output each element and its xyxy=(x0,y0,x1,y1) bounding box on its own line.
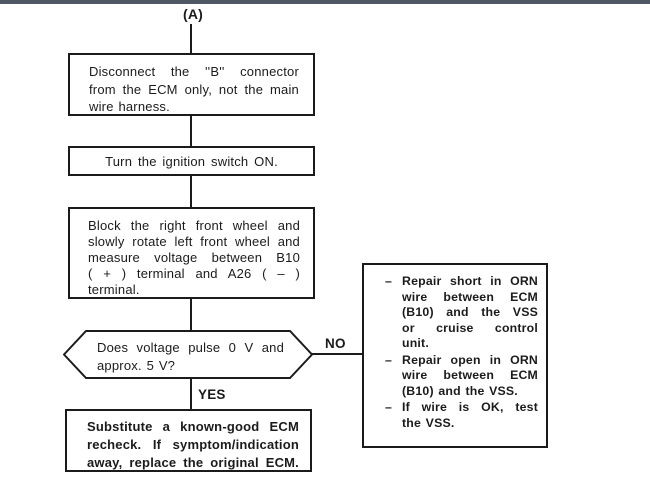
step-text-line: slowly rotate left front wheel and xyxy=(88,234,300,249)
step-ignition-box: Turn the ignition switch ON. xyxy=(68,146,315,176)
connector-line-no xyxy=(311,353,362,355)
repair-bullet-text: If wire is OK, test the VSS. xyxy=(402,400,538,431)
repair-bullet-short: – Repair short in ORN wire between ECM (… xyxy=(385,274,538,352)
repair-text-line: Repair short in ORN xyxy=(402,274,538,288)
decision-text-line: approx. 5 V? xyxy=(97,358,176,373)
no-branch-label: NO xyxy=(325,336,346,351)
step-text-line: wire harness. xyxy=(89,99,170,114)
repair-actions-box: – Repair short in ORN wire between ECM (… xyxy=(362,263,548,448)
step-text-line: ( + ) terminal and A26 ( – ) xyxy=(88,266,300,281)
step-text-line: Disconnect the ''B'' connector xyxy=(89,64,299,79)
repair-bullet-open: – Repair open in ORN wire between ECM (B… xyxy=(385,353,538,400)
repair-text-line: or cruise control xyxy=(402,320,538,335)
connector-line-3 xyxy=(190,299,192,332)
step-substitute-box: Substitute a known-good ECM and recheck.… xyxy=(65,409,312,472)
step-text-line: from the ECM only, not the main xyxy=(89,81,299,97)
step-text-line: away, replace the original ECM. xyxy=(87,455,299,470)
repair-text-line: If wire is OK, test xyxy=(402,400,538,414)
step-text-line: Turn the ignition switch ON. xyxy=(105,153,278,169)
connector-line-1 xyxy=(190,116,192,147)
step-disconnect-box: Disconnect the ''B'' connector from the … xyxy=(68,53,315,116)
repair-text-line: the VSS. xyxy=(402,415,455,430)
repair-text-line: wire between ECM xyxy=(402,289,538,304)
decision-text-line: Does voltage pulse 0 V and xyxy=(97,340,284,355)
repair-bullet-text: Repair short in ORN wire between ECM (B1… xyxy=(402,274,538,352)
repair-text-line: Repair open in ORN xyxy=(402,352,538,367)
dash-marker: – xyxy=(385,352,393,367)
repair-text-line: wire between ECM xyxy=(402,368,538,382)
repair-text-line: unit. xyxy=(402,336,429,350)
repair-text-line: (B10) and the VSS xyxy=(402,305,538,319)
top-divider-bar xyxy=(0,0,650,4)
repair-bullet-test-vss: – If wire is OK, test the VSS. xyxy=(385,400,538,431)
step-measure-box: Block the right front wheel and slowly r… xyxy=(68,207,315,299)
step-text-line: measure voltage between B10 xyxy=(88,250,300,265)
connector-line-entry xyxy=(190,24,192,54)
yes-branch-label: YES xyxy=(198,387,226,402)
step-text-line: Block the right front wheel and xyxy=(88,218,300,233)
decision-text: Does voltage pulse 0 V and approx. 5 V? xyxy=(97,339,284,375)
connector-line-2 xyxy=(190,176,192,208)
decision-hexagon xyxy=(63,330,313,379)
step-text-line: terminal. xyxy=(88,282,140,297)
repair-bullet-text: Repair open in ORN wire between ECM (B10… xyxy=(402,353,538,400)
dash-marker: – xyxy=(385,400,393,414)
dash-marker: – xyxy=(385,274,393,288)
entry-connector-label: (A) xyxy=(182,6,204,22)
repair-text-line: (B10) and the VSS. xyxy=(402,383,518,398)
connector-line-yes xyxy=(190,377,192,410)
step-text-line: recheck. If symptom/indication goes xyxy=(87,437,299,452)
step-text-line: Substitute a known-good ECM and xyxy=(87,419,299,434)
